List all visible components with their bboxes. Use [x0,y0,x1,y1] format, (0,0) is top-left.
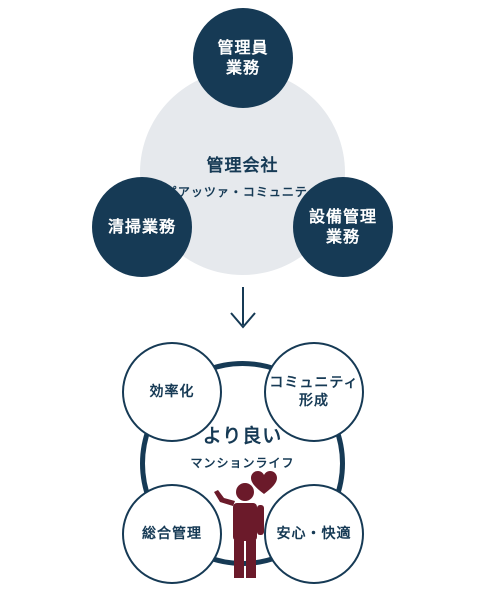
node-janitor-line2: 業務 [225,58,260,77]
node-cleaning: 清掃業務 [92,177,192,277]
better-life-subtitle: マンションライフ [190,455,295,470]
node-efficiency-line1: 効率化 [149,384,195,400]
down-arrow-icon [230,287,256,329]
node-facility-line1: 設備管理 [308,207,377,226]
node-safe-comfortable-line1: 安心・快適 [276,526,352,542]
person-icon [214,483,264,578]
node-janitor: 管理員 業務 [193,8,293,108]
node-total-management-line1: 総合管理 [142,526,202,542]
company-title: 管理会社 [206,155,279,176]
node-facility: 設備管理 業務 [293,177,393,277]
node-facility-line2: 業務 [325,227,360,246]
node-efficiency: 効率化 [122,342,222,442]
node-community: コミュニティ 形成 [264,342,364,442]
node-community-line1: コミュニティ [269,375,359,391]
node-janitor-line1: 管理員 [217,38,269,57]
node-cleaning-line1: 清掃業務 [107,217,176,236]
heart-icon [251,471,277,494]
node-community-line2: 形成 [299,393,329,409]
node-total-management: 総合管理 [122,484,222,584]
company-subtitle: ピアッツァ・コミュニティ [164,184,321,199]
better-life-title: より良い [202,424,283,447]
node-safe-comfortable: 安心・快適 [264,484,364,584]
